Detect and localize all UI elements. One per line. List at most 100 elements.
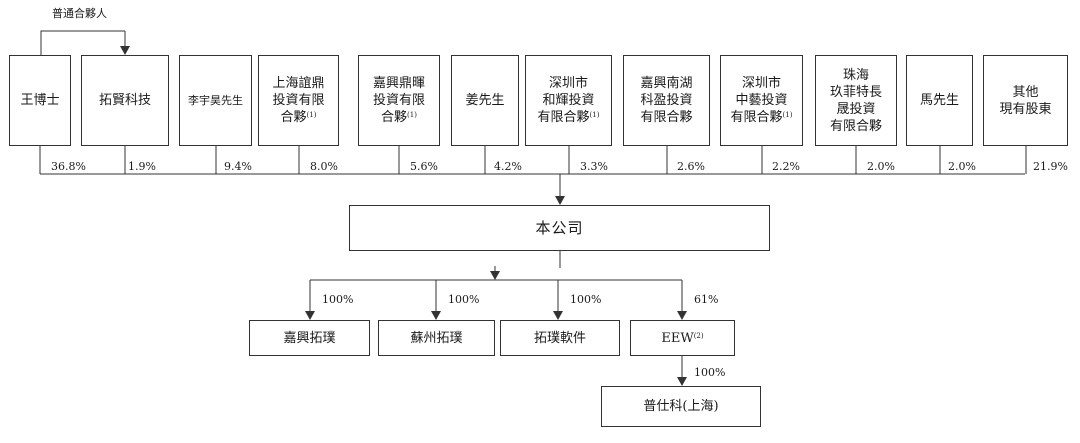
subsidiary-label-text: 蘇州拓璞	[410, 330, 463, 346]
box-label: 嘉興南湖科盈投資有限合夥	[640, 75, 692, 126]
box-label-line: 珠海	[830, 67, 882, 84]
arrow-head	[120, 46, 130, 55]
box-label: 拓賢科技	[99, 92, 151, 109]
box-label-text: 現有股東	[999, 101, 1052, 117]
arrow-head	[555, 196, 565, 205]
box-label-text: 姜先生	[465, 93, 505, 108]
footnote-marker: (1)	[306, 111, 317, 119]
arrow-head	[677, 311, 687, 320]
shareholder-box-others: 其他現有股東	[983, 55, 1068, 146]
box-label-text: 王博士	[20, 93, 60, 108]
company-label: 本公司	[535, 218, 584, 237]
shareholder-box-shenzhen-hehui: 深圳市和輝投資有限合夥(1)	[525, 55, 612, 146]
box-label: 嘉興鼎暉投資有限合夥(1)	[373, 75, 425, 126]
subsidiary-pct: 100%	[448, 293, 480, 306]
box-label-text: 投資有限	[372, 93, 425, 108]
box-label-text: 其他	[1012, 84, 1039, 100]
arrow-head	[431, 311, 441, 320]
box-label: 姜先生	[465, 92, 504, 109]
box-label-text: 馬先生	[919, 93, 959, 108]
arrow-head	[490, 271, 500, 280]
box-label-line: 中藝投資	[731, 92, 793, 109]
box-label-text: 有限合夥	[537, 110, 590, 125]
company-box: 本公司	[349, 205, 770, 251]
box-label-text: 深圳市	[741, 76, 781, 91]
shareholder-box-li-yuhao: 李宇昊先生	[179, 55, 252, 146]
box-label-line: 李宇昊先生	[188, 92, 243, 109]
box-label: 深圳市和輝投資有限合夥(1)	[538, 75, 600, 126]
shareholder-box-dr-wang: 王博士	[9, 55, 71, 146]
shareholder-box-shenzhen-zhongyi: 深圳市中藝投資有限合夥(1)	[720, 55, 803, 146]
box-label-text: 上海誼鼎	[272, 76, 325, 91]
general-partner-label: 普通合夥人	[52, 7, 107, 20]
shareholding-pct: 36.8%	[51, 160, 86, 173]
box-label-text: 嘉興鼎暉	[372, 76, 425, 91]
shareholding-pct: 4.2%	[494, 160, 522, 173]
subsidiary-pct: 100%	[322, 293, 354, 306]
subsidiary-box-tuopu-software: 拓璞軟件	[500, 320, 620, 356]
arrow-head	[305, 311, 315, 320]
shareholding-pct: 2.0%	[948, 160, 976, 173]
box-label-line: 投資有限	[272, 92, 324, 109]
box-label-line: 科盈投資	[640, 92, 692, 109]
box-label-line: 有限合夥(1)	[731, 109, 793, 126]
box-label: 珠海玖菲特長晟投資有限合夥	[830, 67, 882, 135]
box-label-text: 和輝投資	[542, 93, 595, 108]
shareholder-box-zhuhai-jiufei: 珠海玖菲特長晟投資有限合夥	[815, 55, 897, 146]
box-label-line: 其他	[999, 84, 1051, 101]
shareholding-pct: 5.6%	[410, 160, 438, 173]
box-label-line: 馬先生	[920, 92, 959, 109]
subsidiary-label: EEW(2)	[661, 330, 703, 347]
box-label-text: 李宇昊先生	[188, 94, 243, 107]
box-label: 深圳市中藝投資有限合夥(1)	[731, 75, 793, 126]
shareholding-pct: 2.0%	[867, 160, 895, 173]
box-label: 王博士	[20, 92, 59, 109]
shareholder-box-jiaxing-nanhu: 嘉興南湖科盈投資有限合夥	[623, 55, 710, 146]
shareholding-pct: 2.2%	[772, 160, 800, 173]
subsidiary-box-jiaxing-tuopu: 嘉興拓璞	[249, 320, 370, 356]
box-label-line: 嘉興南湖	[640, 75, 692, 92]
box-label-line: 深圳市	[731, 75, 793, 92]
box-label-line: 深圳市	[538, 75, 600, 92]
box-label-line: 上海誼鼎	[272, 75, 324, 92]
box-label: 上海誼鼎投資有限合夥(1)	[272, 75, 324, 126]
sub-subsidiary-box-pushike: 普仕科(上海)	[601, 386, 761, 427]
arrow-head	[553, 311, 563, 320]
box-label: 馬先生	[920, 92, 959, 109]
shareholder-box-mr-ma: 馬先生	[906, 55, 973, 146]
box-label-text: 科盈投資	[640, 93, 693, 108]
box-label-text: 拓賢科技	[98, 93, 151, 108]
box-label-text: 珠海	[842, 67, 869, 83]
box-label-line: 有限合夥(1)	[538, 109, 600, 126]
sub-subsidiary-pct: 100%	[694, 366, 726, 379]
subsidiary-label-text: EEW	[661, 330, 694, 346]
shareholder-box-tuoxian-tech: 拓賢科技	[81, 55, 169, 146]
box-label-line: 有限合夥	[830, 118, 882, 135]
shareholder-box-shanghai-yiding: 上海誼鼎投資有限合夥(1)	[258, 55, 339, 146]
box-label-text: 合夥	[280, 110, 307, 125]
sub-subsidiary-label: 普仕科(上海)	[643, 399, 719, 414]
box-label: 李宇昊先生	[188, 92, 243, 109]
footnote-marker: (1)	[782, 111, 793, 119]
shareholding-pct: 8.0%	[310, 160, 338, 173]
box-label-text: 有限合夥	[730, 110, 783, 125]
box-label-line: 合夥(1)	[373, 109, 425, 126]
arrow-head	[677, 377, 687, 386]
subsidiary-label: 蘇州拓璞	[410, 330, 462, 347]
general-partner-connector	[40, 30, 125, 55]
footnote-marker: (2)	[693, 331, 704, 340]
box-label-line: 現有股東	[999, 101, 1051, 118]
subsidiary-label: 嘉興拓璞	[283, 330, 335, 347]
shareholder-box-mr-jiang: 姜先生	[451, 55, 519, 146]
subsidiary-label: 拓璞軟件	[534, 330, 586, 347]
box-label-text: 嘉興南湖	[640, 76, 693, 91]
subsidiary-pct: 100%	[570, 293, 602, 306]
box-label-line: 晟投資	[830, 101, 882, 118]
subsidiary-pct: 61%	[694, 293, 719, 306]
box-label-text: 合夥	[381, 110, 408, 125]
box-label-text: 有限合夥	[640, 110, 693, 125]
subsidiary-label-text: 嘉興拓璞	[283, 330, 336, 346]
box-label-text: 晟投資	[836, 101, 876, 117]
subsidiary-label-text: 拓璞軟件	[533, 330, 586, 346]
